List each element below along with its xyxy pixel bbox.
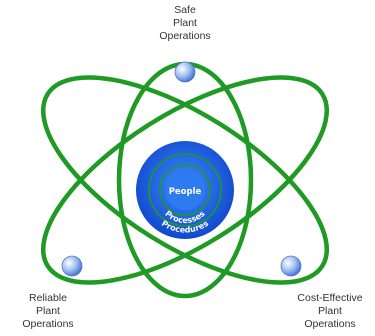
orbits [40,61,330,299]
electron-right [280,255,302,277]
orbit-left-tilted [40,75,330,285]
orbit-right-tilted [40,75,330,285]
electron-left [61,255,83,277]
label-reliable-plant-operations: Reliable Plant Operations [22,292,74,330]
label-safe-plant-operations: Safe Plant Operations [159,4,211,42]
label-cost-effective-plant-operations: Cost-Effective Plant Operations [297,292,363,330]
nucleus-core [165,170,205,210]
core-label-people: People [169,187,202,197]
electron-top [174,61,196,83]
nucleus-ring-inner [159,164,211,216]
nucleus: People Processes Procedures [136,141,234,239]
electrons [61,61,302,277]
nucleus-ring-outer [148,153,222,227]
